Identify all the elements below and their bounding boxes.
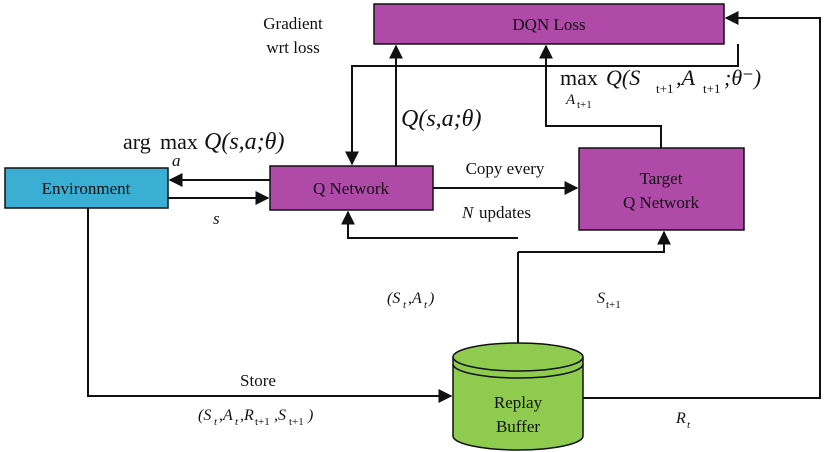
st-at-sub2: t: [424, 299, 428, 311]
reward-arrow: [583, 11, 821, 399]
target-q-network-box: [578, 147, 745, 231]
argmax-q-function: Q(s,a;θ): [204, 129, 284, 155]
n-updates-label: updates: [479, 203, 531, 222]
state-s-label: s: [213, 209, 220, 228]
dqn-loss-label: DQN Loss: [512, 15, 585, 34]
q-network-box: [269, 165, 434, 211]
target-network-label-line2: Q Network: [623, 193, 700, 212]
tuple-r: ,R: [240, 407, 254, 424]
st-at-open: (S: [387, 290, 400, 307]
dqn-loss-box: [373, 3, 725, 45]
target-max-sub-t1: t+1: [577, 99, 592, 111]
replay-buffer-label-line1: Replay: [494, 393, 543, 412]
replay-buffer-label-line2: Buffer: [496, 417, 540, 436]
argmax-subscript: a: [172, 151, 181, 170]
st-at-sub1: t: [403, 299, 407, 311]
environment-label: Environment: [42, 179, 131, 198]
gradient-label-line1: Gradient: [263, 14, 323, 33]
tuple-sub-at: t: [235, 416, 239, 428]
target-q-end: ;θ⁻): [724, 65, 761, 90]
target-q-mid: ,A: [676, 65, 696, 90]
argmax-prefix: arg: [123, 129, 151, 154]
s-next-sub: t+1: [606, 299, 621, 311]
target-max-sub-a: A: [565, 92, 576, 108]
gradient-label-line2: wrt loss: [266, 38, 319, 57]
q-value-label: Q(s,a;θ): [401, 106, 481, 132]
environment-box: [4, 167, 169, 209]
store-arrow: [87, 208, 453, 403]
tuple-sub-st: t: [214, 416, 218, 428]
replay-buffer-cylinder: [452, 342, 584, 451]
target-q-open: Q(S: [606, 65, 640, 90]
tuple-s: ,S: [274, 407, 286, 424]
argmax-max: max: [160, 129, 198, 154]
copy-every-label: Copy every: [466, 159, 545, 178]
target-max: max: [560, 65, 598, 90]
buffer-to-q-network-arrow: [341, 210, 518, 239]
reward-sub: t: [687, 419, 691, 431]
target-q-sub1: t+1: [656, 81, 673, 96]
buffer-to-target-arrow: [518, 230, 671, 253]
tuple-sub-r: t+1: [255, 416, 270, 428]
tuple-open: (S: [198, 407, 211, 424]
target-to-loss-arrow: [539, 44, 662, 148]
target-q-sub2: t+1: [703, 81, 720, 96]
target-network-label-line1: Target: [640, 169, 683, 188]
tuple-a: ,A: [219, 407, 233, 424]
s-next-label: S: [597, 290, 605, 307]
tuple-close: ): [307, 407, 313, 424]
st-at-close: ): [428, 290, 434, 307]
q-network-label: Q Network: [313, 179, 390, 198]
st-at-mid: ,A: [408, 290, 422, 307]
reward-label: R: [675, 410, 686, 427]
store-label: Store: [240, 371, 276, 390]
n-symbol: N: [461, 203, 475, 222]
tuple-sub-s: t+1: [289, 416, 304, 428]
